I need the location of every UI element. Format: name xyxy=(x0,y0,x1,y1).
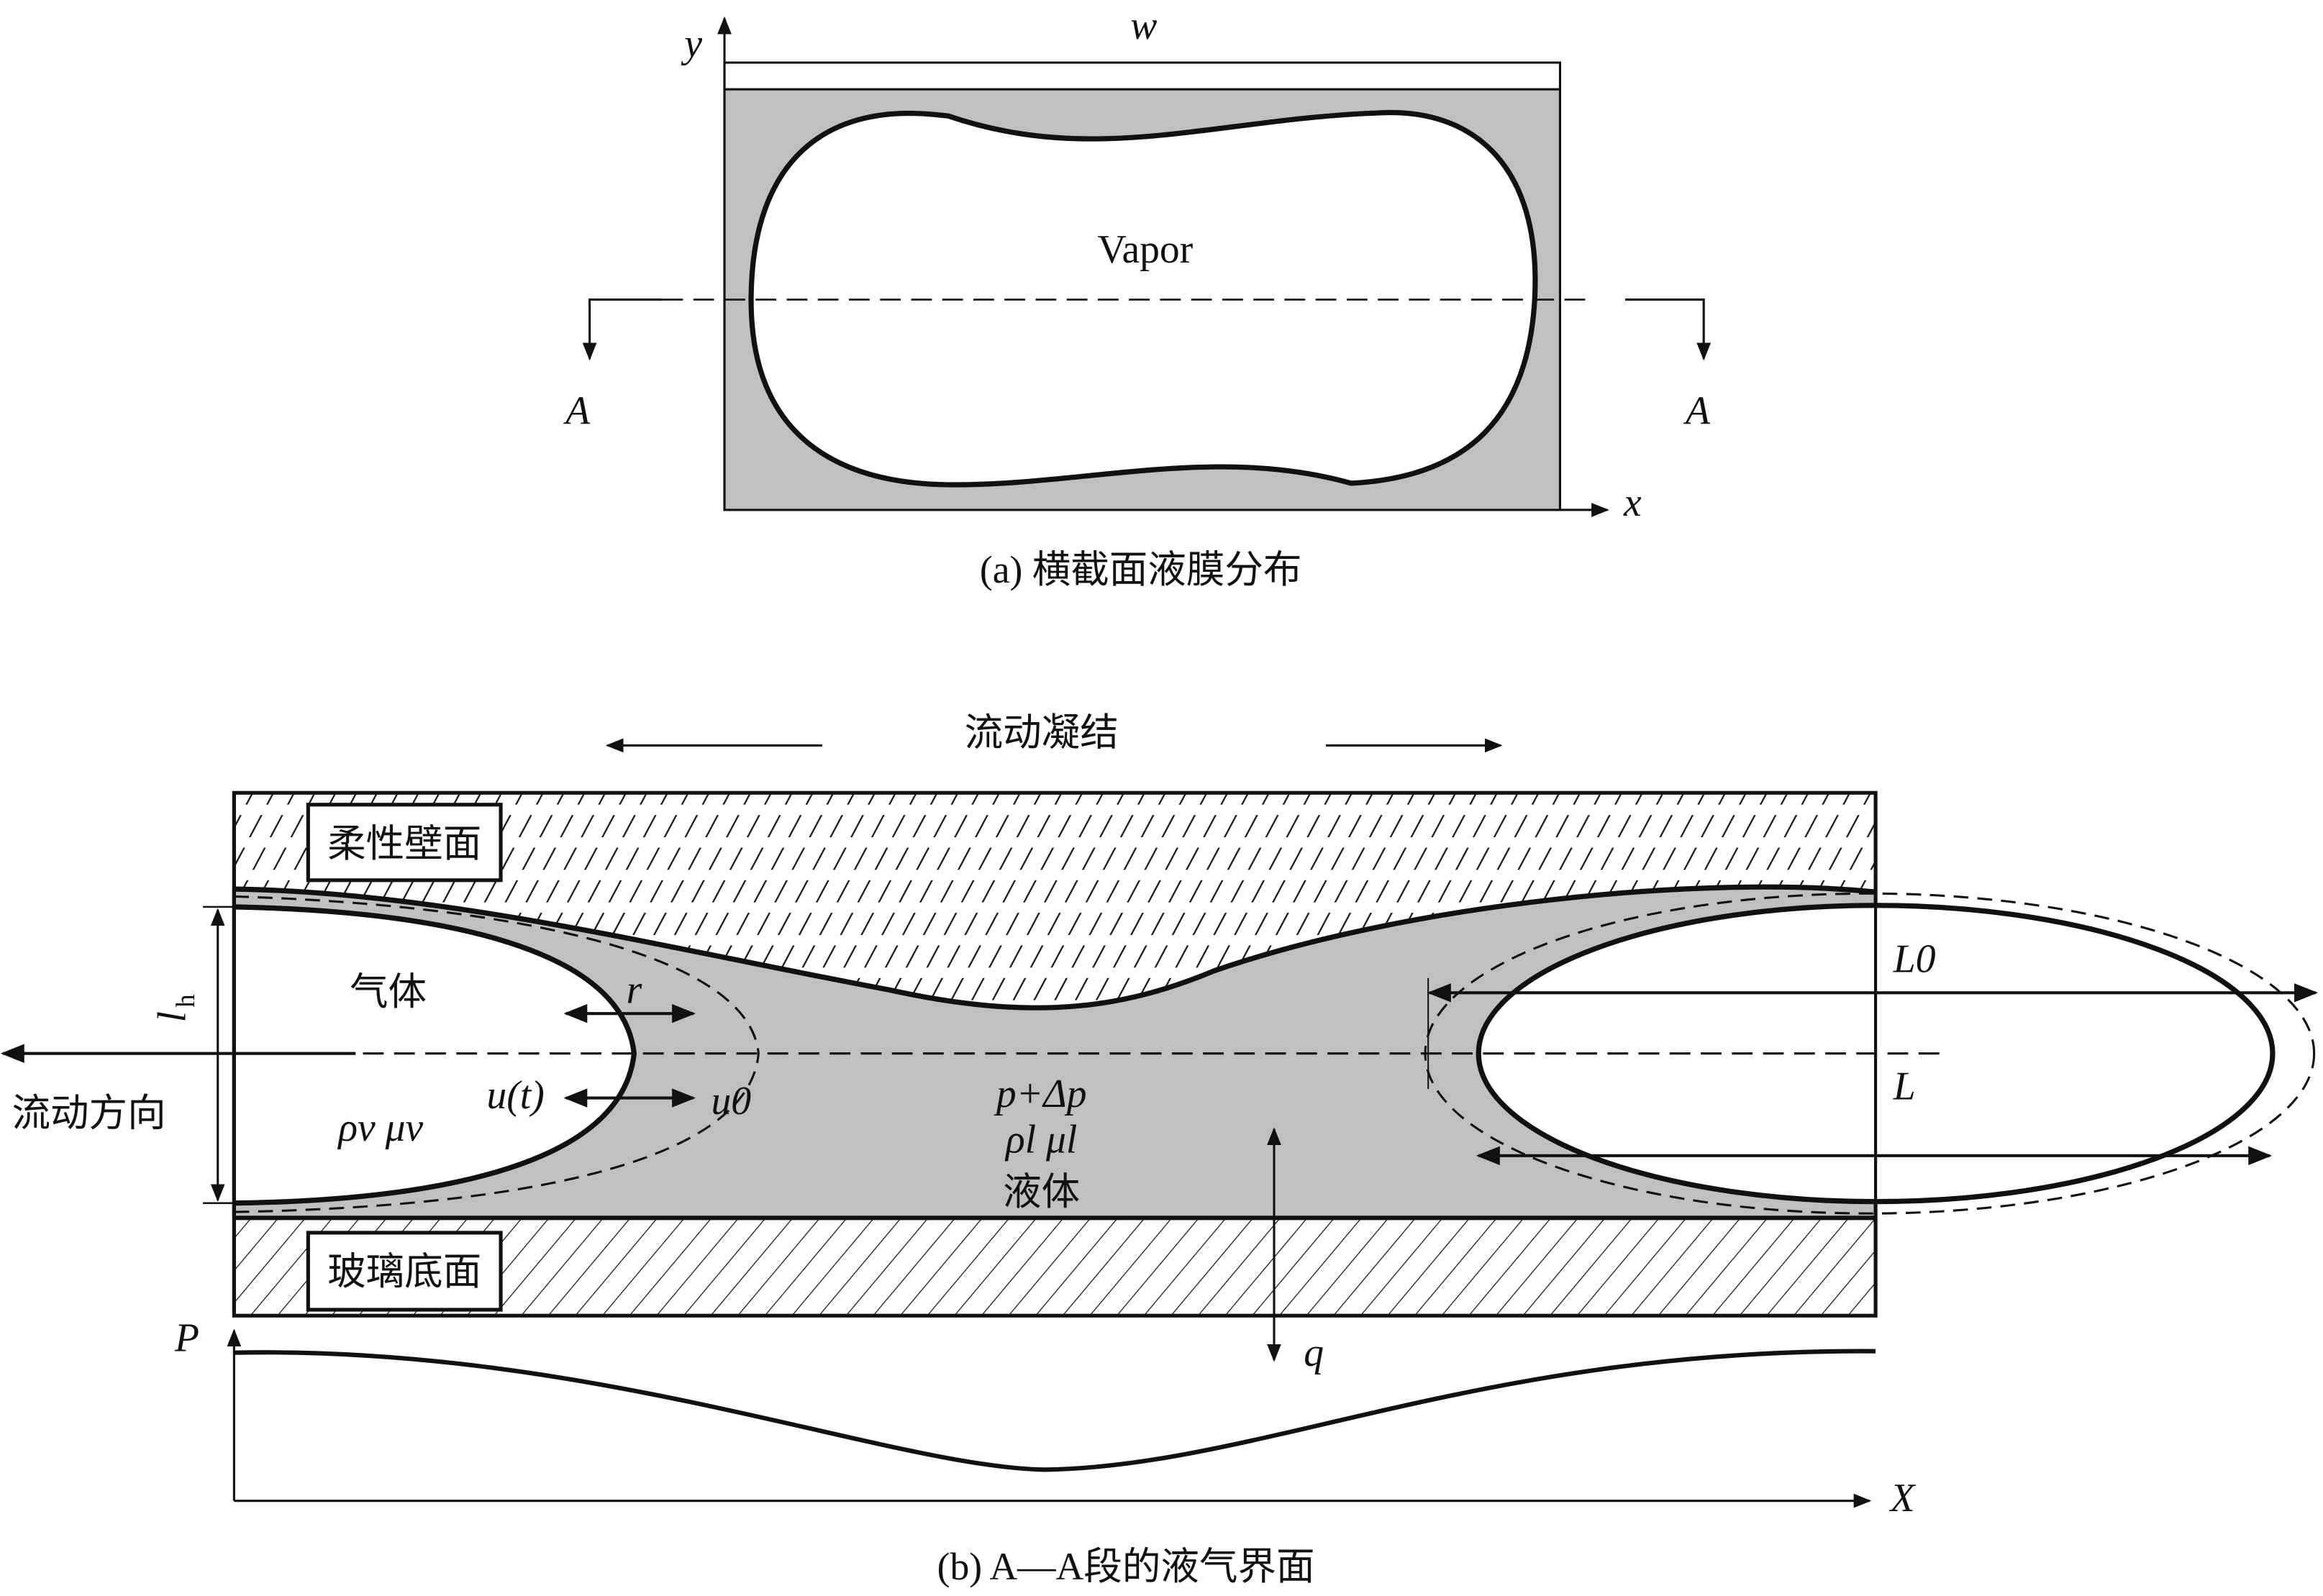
vapor-bubble-left xyxy=(234,906,635,1203)
glass-bottom-box xyxy=(306,1231,503,1312)
wall-liquid-boundary xyxy=(234,884,1876,1011)
X-axis-label: X xyxy=(1889,1476,1917,1520)
liquid-label: 液体 xyxy=(1003,1170,1080,1213)
pressure-label: p+Δp xyxy=(994,1072,1087,1116)
ut-label: u(t) xyxy=(486,1073,544,1118)
y-axis-label: y xyxy=(681,22,702,66)
panel-b-interface: 流动凝结 柔性壁面 玻璃底面 l h 流动方向 气体 ρv μv r xyxy=(0,711,2318,1588)
glass-bottom-wall xyxy=(234,1218,1876,1316)
x-axis-label: x xyxy=(1623,480,1642,525)
u0-label: u0 xyxy=(711,1079,751,1123)
flexible-wall-box xyxy=(306,803,503,883)
liquid-properties: ρl μl xyxy=(1004,1118,1077,1162)
L0-label: L0 xyxy=(1893,936,1936,981)
vapor-label: Vapor xyxy=(1097,227,1193,272)
q-label: q xyxy=(1304,1331,1324,1375)
bubble-left-interface xyxy=(234,904,637,1206)
svg-text:l: l xyxy=(150,1011,194,1022)
lh-label: l h xyxy=(150,994,200,1023)
glass-bottom-label: 玻璃底面 xyxy=(327,1250,481,1293)
panel-a-cross-section: y w x Vapor A A (a) 横截面液膜分布 xyxy=(563,4,1711,591)
width-label: w xyxy=(1130,4,1157,48)
flow-condensation-title: 流动凝结 xyxy=(965,711,1119,754)
pressure-curve xyxy=(234,1349,1876,1472)
gas-label: 气体 xyxy=(350,970,427,1013)
svg-text:h: h xyxy=(171,994,201,1008)
r-label: r xyxy=(627,968,642,1013)
caption-a: (a) 横截面液膜分布 xyxy=(980,548,1302,591)
flexible-wall-label: 柔性壁面 xyxy=(327,822,481,865)
top-cover xyxy=(723,61,1561,91)
section-label-left: A xyxy=(563,389,591,434)
bubble-left-initial xyxy=(234,895,760,1213)
flow-direction-label: 流动方向 xyxy=(12,1092,165,1135)
section-label-right: A xyxy=(1683,389,1711,434)
P-axis-label: P xyxy=(174,1316,199,1361)
L-label: L xyxy=(1893,1064,1916,1109)
caption-b: (b) A—A段的液气界面 xyxy=(937,1545,1315,1588)
section-marker-left xyxy=(582,298,663,361)
gas-properties: ρv μv xyxy=(337,1105,423,1150)
section-marker-right xyxy=(1625,298,1711,361)
